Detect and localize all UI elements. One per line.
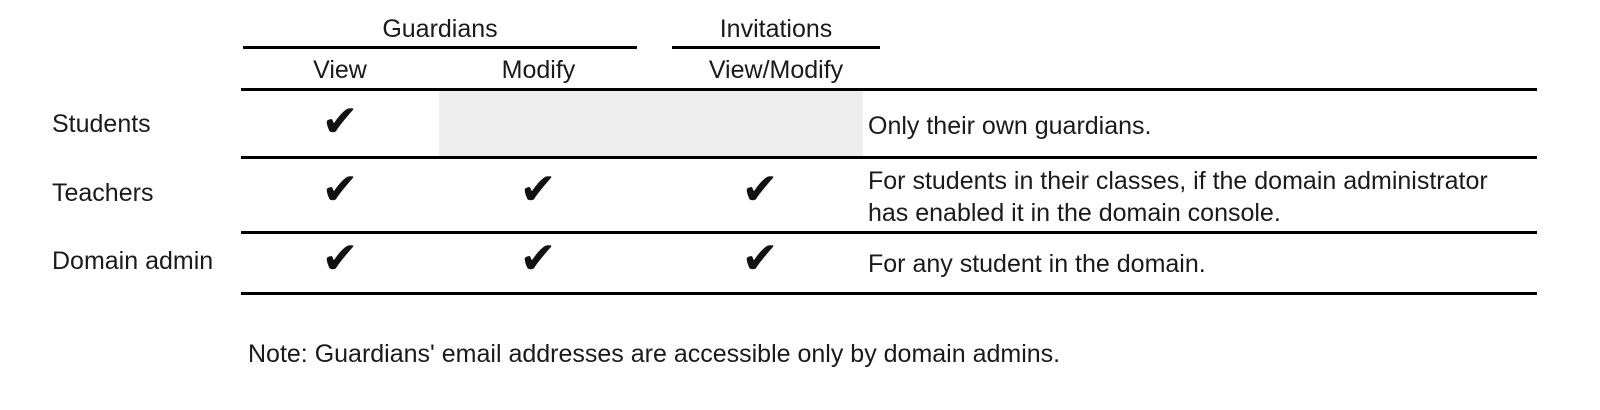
checkmark-icon-students-guardians-view: ✔ <box>321 96 359 147</box>
table-row-rule-1 <box>241 156 1537 159</box>
table-row-label-domain-admin: Domain admin <box>52 247 214 275</box>
column-header-guardians-view: View <box>313 56 367 84</box>
group-header-rule-guardians <box>243 46 637 49</box>
table-row-label-teachers: Teachers <box>52 179 154 207</box>
column-header-invitations-view-modify: View/Modify <box>708 56 844 84</box>
checkmark-icon-teachers-guardians-view: ✔ <box>321 164 359 215</box>
column-header-guardians-modify: Modify <box>501 56 576 84</box>
table-footnote: Note: Guardians' email addresses are acc… <box>248 340 1061 368</box>
checkmark-icon-domain-admin-guardians-modify: ✔ <box>519 233 557 284</box>
checkmark-icon-teachers-invitations-view-modify: ✔ <box>741 164 779 215</box>
cell-students-guardians-modify-disabled <box>439 91 863 156</box>
description-line: Only their own guardians. <box>868 112 1152 140</box>
column-group-header-guardians: Guardians <box>382 15 498 43</box>
group-header-rule-invitations <box>672 46 880 49</box>
description-line: For any student in the domain. <box>868 250 1206 278</box>
checkmark-icon-teachers-guardians-modify: ✔ <box>519 164 557 215</box>
table-row-label-students: Students <box>52 110 151 138</box>
table-cell-description-students: Only their own guardians. <box>868 110 1568 142</box>
description-line: For students in their classes, if the do… <box>868 167 1488 195</box>
table-bottom-rule <box>241 292 1537 295</box>
checkmark-icon-domain-admin-guardians-view: ✔ <box>321 233 359 284</box>
table-cell-description-domain-admin: For any student in the domain. <box>868 248 1568 280</box>
table-cell-description-teachers: For students in their classes, if the do… <box>868 165 1568 229</box>
table-row-rule-2 <box>241 231 1537 234</box>
column-group-header-invitations: Invitations <box>719 15 833 43</box>
description-line: has enabled it in the domain console. <box>868 199 1281 227</box>
checkmark-icon-domain-admin-invitations-view-modify: ✔ <box>741 233 779 284</box>
table-header-rule <box>241 88 1537 91</box>
